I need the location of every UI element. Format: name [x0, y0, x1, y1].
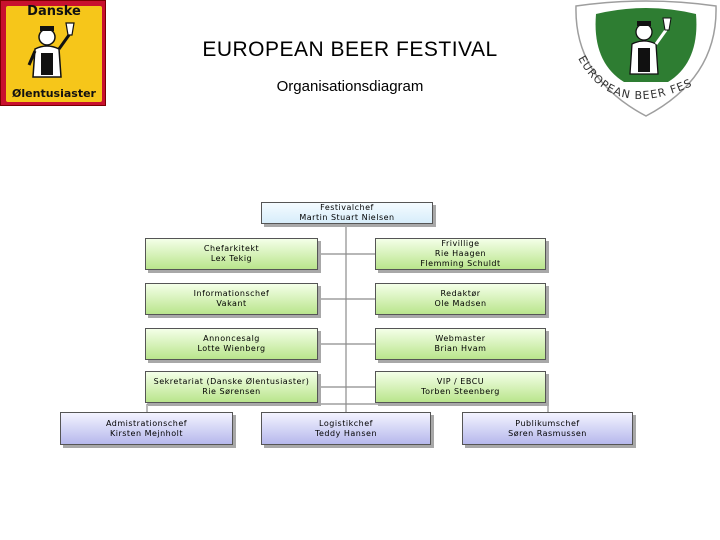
logo-text-top: Danske	[27, 4, 81, 19]
box-role: Publikumschef	[515, 418, 580, 428]
org-box-frivillige: Frivillige Rie Haagen Flemming Schuldt	[375, 238, 546, 270]
box-person: Lotte Wienberg	[197, 344, 266, 353]
box-role: Admistrationschef	[105, 418, 188, 428]
org-box-webmaster: Webmaster Brian Hvam	[375, 328, 546, 360]
box-role: Webmaster	[435, 334, 486, 343]
box-role: Annoncesalg	[203, 334, 260, 343]
org-box-vip-ebcu: VIP / EBCU Torben Steenberg	[375, 371, 546, 403]
box-role: Frivillige	[441, 239, 480, 248]
box-person: Kirsten Mejnholt	[109, 428, 184, 438]
org-box-festivalchef: Festivalchef Martin Stuart Nielsen	[261, 202, 433, 224]
box-role: VIP / EBCU	[436, 377, 485, 386]
org-box-chefarkitekt: Chefarkitekt Lex Tekig	[145, 238, 318, 270]
box-person: Vakant	[216, 299, 247, 308]
box-person: Rie Haagen	[434, 249, 487, 258]
beer-man-icon	[27, 22, 75, 78]
danske-olentusiaster-logo: Danske Ølentusiaster	[0, 0, 106, 106]
box-role: Redaktør	[440, 289, 481, 298]
box-person-2: Flemming Schuldt	[420, 259, 501, 268]
logo-text-bottom: Ølentusiaster	[12, 87, 96, 100]
european-beer-festival-2008-logo: EUROPEAN BEER FESTIVAL 2008	[567, 0, 720, 118]
box-person: Søren Rasmussen	[508, 428, 587, 438]
box-person: Rie Sørensen	[202, 387, 261, 396]
box-role: Festivalchef	[320, 203, 374, 212]
box-person: Teddy Hansen	[314, 428, 378, 438]
org-box-sekretariat: Sekretariat (Danske Ølentusiaster) Rie S…	[145, 371, 318, 403]
page-subtitle: Organisationsdiagram	[276, 78, 424, 95]
box-person: Ole Madsen	[434, 299, 487, 308]
org-box-annoncesalg: Annoncesalg Lotte Wienberg	[145, 328, 318, 360]
box-role: Logistikchef	[319, 418, 373, 428]
box-role: Sekretariat (Danske Ølentusiaster)	[153, 377, 310, 386]
festival-shield-icon: EUROPEAN BEER FESTIVAL 2008	[567, 0, 717, 117]
page-title: EUROPEAN BEER FESTIVAL	[202, 38, 498, 61]
box-person: Martin Stuart Nielsen	[299, 213, 395, 222]
org-box-logistikchef: Logistikchef Teddy Hansen	[261, 412, 431, 445]
box-person: Brian Hvam	[434, 344, 487, 353]
org-box-redaktor: Redaktør Ole Madsen	[375, 283, 546, 315]
org-box-admistrationschef: Admistrationschef Kirsten Mejnholt	[60, 412, 233, 445]
box-person: Lex Tekig	[210, 254, 253, 263]
org-box-informationschef: Informationschef Vakant	[145, 283, 318, 315]
box-person: Torben Steenberg	[421, 387, 500, 396]
box-role: Informationschef	[193, 289, 270, 298]
org-box-publikumschef: Publikumschef Søren Rasmussen	[462, 412, 633, 445]
box-role: Chefarkitekt	[203, 244, 260, 253]
